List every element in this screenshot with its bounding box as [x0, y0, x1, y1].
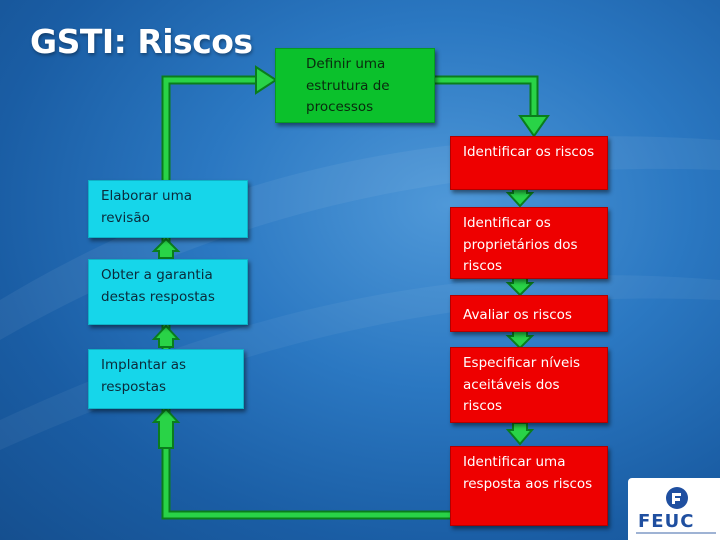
feuc-logo: FEUC	[628, 478, 720, 540]
arrow-left-2	[151, 324, 181, 348]
step-acceptable-levels: Especificar níveis aceitáveis dos riscos	[450, 347, 608, 423]
arrow-right-2	[505, 276, 535, 297]
arrow-right-4	[505, 422, 535, 446]
step-identify-risks: Identificar os riscos	[450, 136, 608, 190]
feuc-logo-text: FEUC	[638, 511, 695, 532]
step-implement-responses: Implantar as respostas	[88, 349, 244, 409]
step-review: Elaborar uma revisão	[88, 180, 248, 238]
arrow-into-top-box	[255, 65, 278, 95]
arrow-right-3	[505, 329, 535, 350]
step-assurance: Obter a garantia destas respostas	[88, 259, 248, 325]
slide-title: GSTI: Riscos	[30, 22, 253, 61]
arrow-left-1	[151, 237, 181, 259]
arrow-left-3	[151, 407, 181, 449]
top-to-right-connector	[435, 75, 539, 118]
arrow-into-right-column	[518, 115, 550, 138]
step-identify-risk-owners: Identificar os proprietários dos riscos	[450, 207, 608, 279]
feuc-logo-subline	[636, 532, 716, 534]
step-assess-risks: Avaliar os riscos	[450, 295, 608, 332]
step-define-process: Definir uma estrutura de processos	[275, 48, 435, 123]
feuc-logo-icon	[666, 487, 688, 509]
step-identify-response: Identificar uma resposta aos riscos	[450, 446, 608, 526]
